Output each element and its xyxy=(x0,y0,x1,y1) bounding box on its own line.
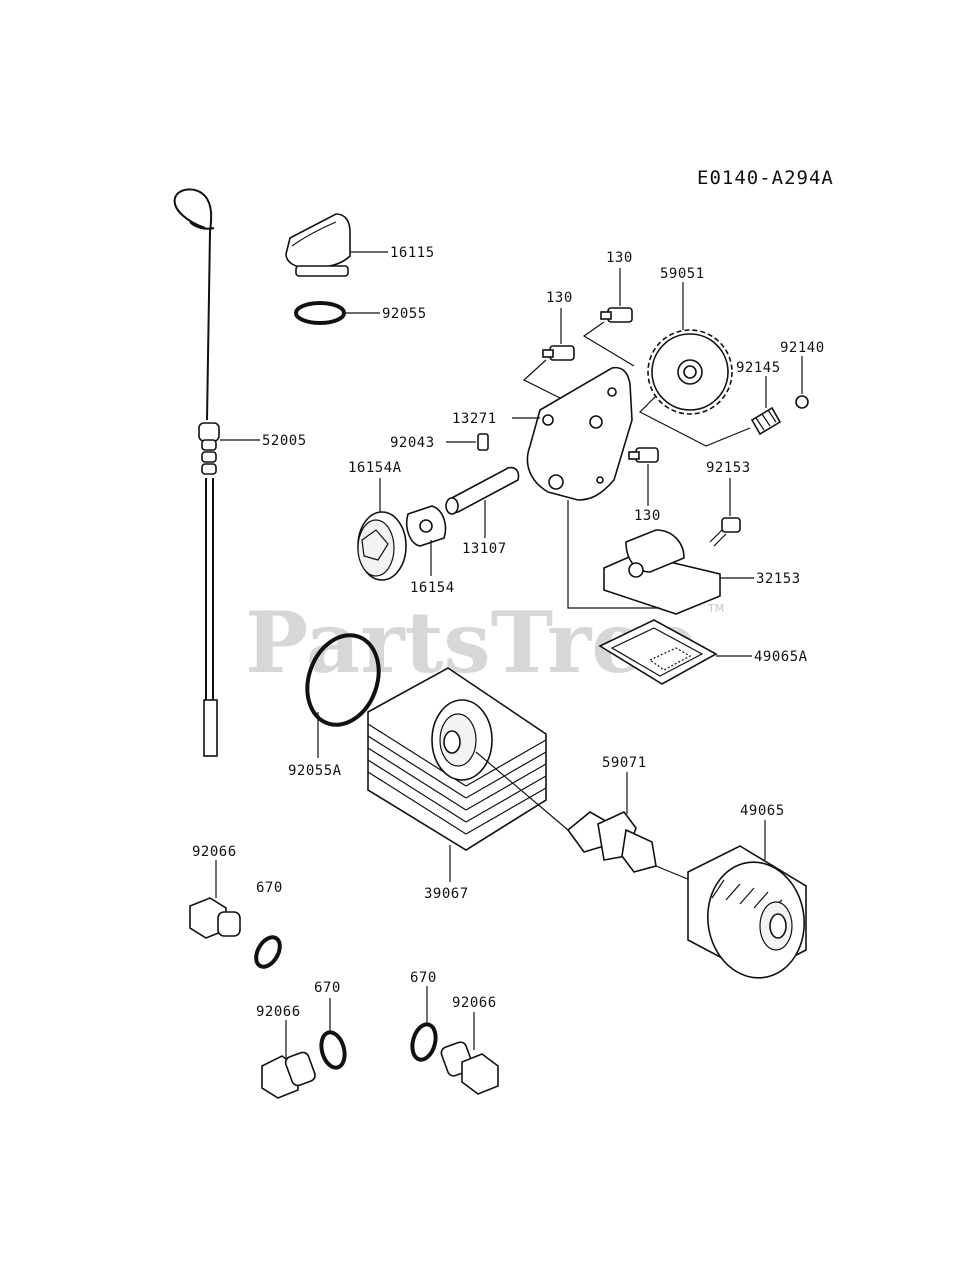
shaft-13107[interactable] xyxy=(445,466,520,515)
label-130-upper[interactable]: 130 xyxy=(606,250,633,266)
label-92043[interactable]: 92043 xyxy=(390,435,435,451)
label-670-left[interactable]: 670 xyxy=(256,880,283,896)
label-13271[interactable]: 13271 xyxy=(452,411,497,427)
oil-filter-49065[interactable] xyxy=(687,845,812,984)
bolt-92153[interactable] xyxy=(709,517,741,547)
bolt-130-left[interactable] xyxy=(542,345,575,361)
label-92055[interactable]: 92055 xyxy=(382,306,427,322)
label-59051[interactable]: 59051 xyxy=(660,266,705,282)
label-39067[interactable]: 39067 xyxy=(424,886,469,902)
drain-plug-92066-left[interactable] xyxy=(189,897,241,939)
inner-rotor-16154[interactable] xyxy=(405,505,447,547)
o-ring-92055[interactable] xyxy=(294,301,346,325)
assembly-line xyxy=(655,865,691,881)
label-16115[interactable]: 16115 xyxy=(390,245,435,261)
label-59071[interactable]: 59071 xyxy=(602,755,647,771)
o-ring-670-left[interactable] xyxy=(251,933,284,971)
label-16154A[interactable]: 16154A xyxy=(348,460,402,476)
oil-filler-cap-part[interactable] xyxy=(285,213,351,277)
pipe-59071[interactable] xyxy=(566,811,657,873)
label-670-right[interactable]: 670 xyxy=(410,970,437,986)
oil-pump-plate-part[interactable] xyxy=(526,366,633,501)
gear-59051[interactable] xyxy=(647,329,733,415)
label-92066-bottom-left[interactable]: 92066 xyxy=(256,1004,301,1020)
label-92066-left[interactable]: 92066 xyxy=(192,844,237,860)
label-92055A[interactable]: 92055A xyxy=(288,763,342,779)
gasket-49065A[interactable] xyxy=(598,619,718,685)
label-130-lower[interactable]: 130 xyxy=(634,508,661,524)
watermark-trademark: TM xyxy=(707,602,724,615)
o-ring-670-right[interactable] xyxy=(409,1022,440,1062)
assembly-line xyxy=(638,391,751,447)
assembly-line xyxy=(522,359,569,403)
drain-plug-92066-bottom-right[interactable] xyxy=(440,1040,499,1095)
label-92145[interactable]: 92145 xyxy=(736,360,781,376)
label-92153[interactable]: 92153 xyxy=(706,460,751,476)
label-13107[interactable]: 13107 xyxy=(462,541,507,557)
dipstick-part[interactable] xyxy=(173,188,220,757)
label-92066-bottom-right[interactable]: 92066 xyxy=(452,995,497,1011)
bolt-130-lower[interactable] xyxy=(628,447,659,463)
oil-cooler-39067[interactable] xyxy=(367,667,547,851)
label-49065[interactable]: 49065 xyxy=(740,803,785,819)
label-130-left[interactable]: 130 xyxy=(546,290,573,306)
pin-92043[interactable] xyxy=(477,433,489,451)
label-49065A[interactable]: 49065A xyxy=(754,649,808,665)
assembly-line xyxy=(567,500,660,609)
bolt-130-upper[interactable] xyxy=(600,307,633,323)
o-ring-92055A[interactable] xyxy=(295,625,390,735)
assembly-line xyxy=(582,321,635,367)
label-16154[interactable]: 16154 xyxy=(410,580,455,596)
spring-92145[interactable] xyxy=(750,406,782,436)
label-32153[interactable]: 32153 xyxy=(756,571,801,587)
oil-strainer-32153[interactable] xyxy=(603,529,721,615)
drain-plug-92066-bottom-left[interactable] xyxy=(261,1051,317,1099)
label-52005[interactable]: 52005 xyxy=(262,433,307,449)
label-92140[interactable]: 92140 xyxy=(780,340,825,356)
ball-92140[interactable] xyxy=(795,395,809,409)
label-670-middle[interactable]: 670 xyxy=(314,980,341,996)
o-ring-670-middle[interactable] xyxy=(318,1030,349,1070)
diagram-code: E0140-A294A xyxy=(697,167,834,189)
outer-rotor-16154A[interactable] xyxy=(357,511,407,581)
assembly-line xyxy=(475,751,569,831)
